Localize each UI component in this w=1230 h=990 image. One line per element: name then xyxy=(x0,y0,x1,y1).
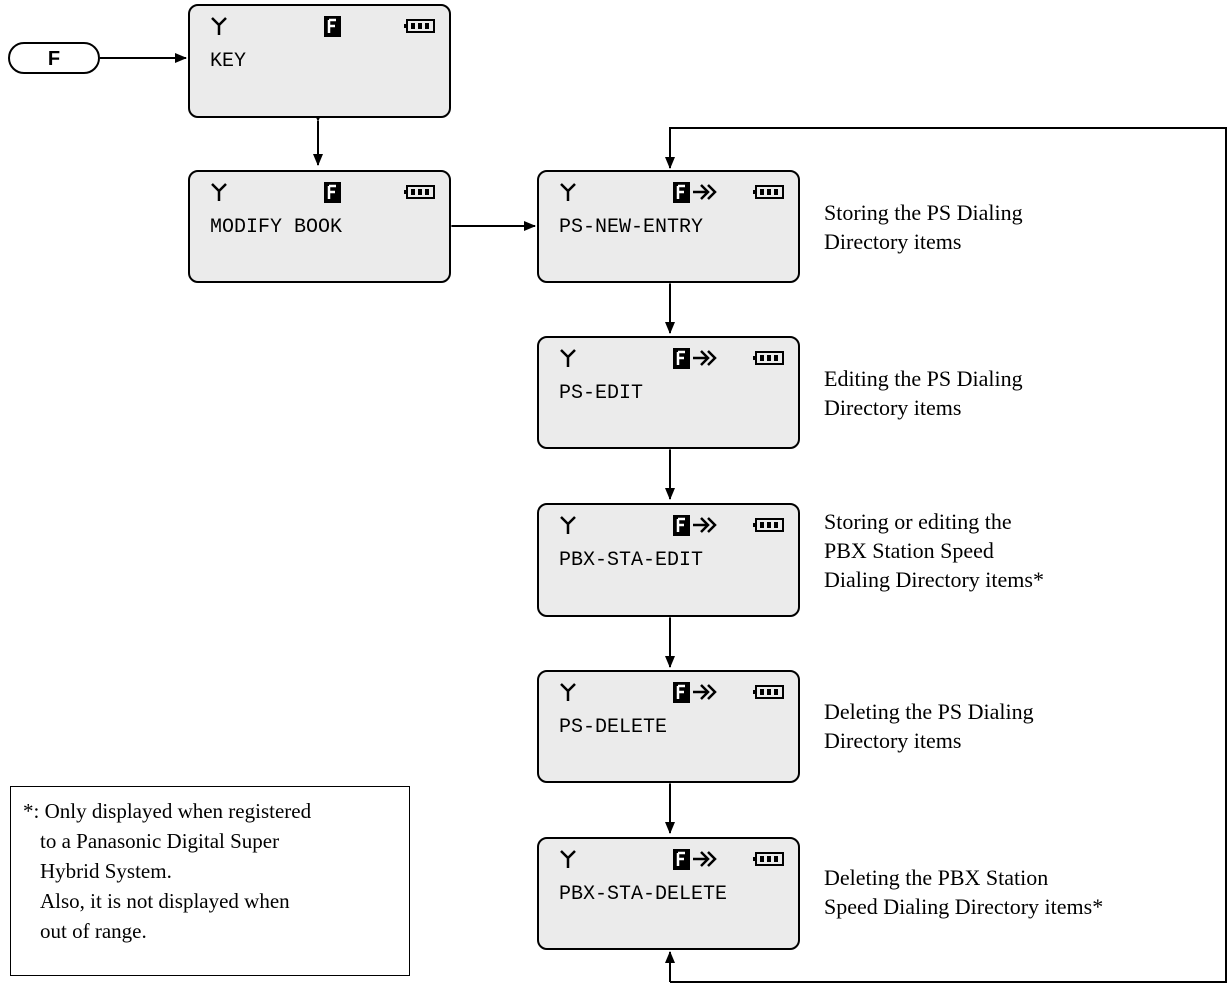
desc-line: PBX Station Speed xyxy=(824,538,994,563)
battery-icon xyxy=(404,19,435,33)
antenna-icon xyxy=(560,850,576,868)
screen-pbx-sta-edit-text: PBX-STA-EDIT xyxy=(559,549,704,572)
desc-line: Dialing Directory items* xyxy=(824,567,1044,592)
desc-ps-new-entry: Storing the PS Dialing Directory items xyxy=(824,198,1023,256)
antenna-icon xyxy=(211,183,227,201)
arrow-icon xyxy=(693,184,717,200)
function-icon xyxy=(673,348,690,369)
footnote-box: *: Only displayed when registered to a P… xyxy=(10,786,410,976)
screen-ps-delete-text: PS-DELETE xyxy=(559,716,668,739)
screen-key-text: KEY xyxy=(210,50,247,73)
screen-modify-book: MODIFY BOOK xyxy=(188,170,451,283)
arrow-icon xyxy=(693,350,717,366)
desc-pbx-sta-delete: Deleting the PBX Station Speed Dialing D… xyxy=(824,863,1103,921)
footnote-line: Hybrid System. xyxy=(40,859,172,883)
function-icon xyxy=(673,515,690,536)
function-icon xyxy=(324,182,341,203)
footnote-line: Also, it is not displayed when xyxy=(40,889,290,913)
desc-line: Speed Dialing Directory items* xyxy=(824,894,1104,919)
screen-ps-delete: PS-DELETE xyxy=(537,670,800,783)
desc-pbx-sta-edit: Storing or editing the PBX Station Speed… xyxy=(824,507,1044,594)
screen-key: KEY xyxy=(188,4,451,118)
function-icon xyxy=(673,849,690,870)
footnote-line: to a Panasonic Digital Super xyxy=(40,829,280,853)
desc-line: Editing the PS Dialing xyxy=(824,366,1023,391)
antenna-icon xyxy=(560,683,576,701)
screen-ps-edit-text: PS-EDIT xyxy=(559,382,644,405)
footnote-line: out of range. xyxy=(40,919,147,943)
antenna-icon xyxy=(560,349,576,367)
screen-ps-edit: PS-EDIT xyxy=(537,336,800,449)
battery-icon xyxy=(753,685,784,699)
function-icon xyxy=(324,16,341,37)
desc-ps-edit: Editing the PS Dialing Directory items xyxy=(824,364,1023,422)
desc-ps-delete: Deleting the PS Dialing Directory items xyxy=(824,697,1034,755)
desc-line: Directory items xyxy=(824,229,962,254)
arrow-icon xyxy=(693,517,717,533)
battery-icon xyxy=(753,852,784,866)
footnote-line: *: Only displayed when registered xyxy=(23,799,312,823)
desc-line: Directory items xyxy=(824,395,962,420)
antenna-icon xyxy=(211,17,227,35)
battery-icon xyxy=(753,185,784,199)
desc-line: Deleting the PS Dialing xyxy=(824,699,1034,724)
screen-ps-new-entry: PS-NEW-ENTRY xyxy=(537,170,800,283)
screen-pbx-sta-delete-text: PBX-STA-DELETE xyxy=(559,883,728,906)
f-key-label: F xyxy=(47,48,61,70)
desc-line: Storing or editing the xyxy=(824,509,1012,534)
desc-line: Deleting the PBX Station xyxy=(824,865,1049,890)
screen-ps-new-entry-text: PS-NEW-ENTRY xyxy=(559,216,704,239)
desc-line: Directory items xyxy=(824,728,962,753)
battery-icon xyxy=(404,185,435,199)
screen-pbx-sta-delete: PBX-STA-DELETE xyxy=(537,837,800,950)
function-icon xyxy=(673,682,690,703)
function-icon xyxy=(673,182,690,203)
battery-icon xyxy=(753,351,784,365)
antenna-icon xyxy=(560,516,576,534)
desc-line: Storing the PS Dialing xyxy=(824,200,1023,225)
screen-pbx-sta-edit: PBX-STA-EDIT xyxy=(537,503,800,617)
screen-modify-book-text: MODIFY BOOK xyxy=(210,216,343,239)
arrow-icon xyxy=(693,684,717,700)
battery-icon xyxy=(753,518,784,532)
arrow-icon xyxy=(693,851,717,867)
f-key-button[interactable]: F xyxy=(8,42,100,74)
antenna-icon xyxy=(560,183,576,201)
loop-line xyxy=(665,127,1227,983)
